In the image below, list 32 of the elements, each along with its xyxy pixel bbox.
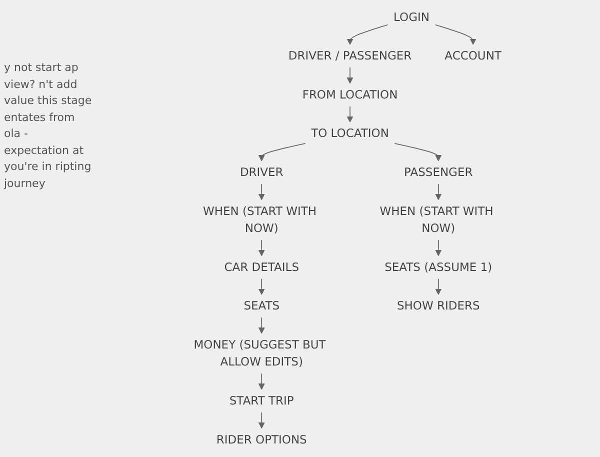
node-text: WHEN (START WITH NOW) xyxy=(380,204,494,235)
node-text: SHOW RIDERS xyxy=(396,298,480,313)
arrow xyxy=(435,184,442,200)
arrow xyxy=(258,373,265,390)
margin-note: y not start ap view? n't add value this stage entates from ola - expectation at you're in ripting journey xyxy=(4,60,93,192)
node-text: TO LOCATION xyxy=(311,126,389,140)
arrow xyxy=(346,24,388,45)
node-text: PASSENGER xyxy=(404,165,473,179)
node-text: SEATS xyxy=(244,298,280,313)
node-text: START TRIP xyxy=(229,394,294,408)
arrow xyxy=(258,278,265,295)
node-text: DRIVER / PASSENGER xyxy=(288,48,412,63)
arrow xyxy=(258,240,265,256)
arrow xyxy=(394,143,442,162)
arrow xyxy=(434,24,476,45)
node-text: LOGIN xyxy=(394,10,430,24)
arrow xyxy=(435,278,442,295)
node-text: ACCOUNT xyxy=(444,48,502,63)
node-text: MONEY (SUGGEST BUT ALLOW EDITS) xyxy=(194,338,326,369)
node-text: CAR DETAILS xyxy=(224,260,299,274)
node-text: WHEN (START WITH NOW) xyxy=(203,204,317,235)
node-text: DRIVER xyxy=(240,165,284,179)
arrow xyxy=(435,240,442,256)
node-text: RIDER OPTIONS xyxy=(216,432,307,446)
arrow xyxy=(258,143,306,162)
arrow xyxy=(258,412,265,429)
arrow xyxy=(258,317,265,334)
arrow xyxy=(346,67,354,84)
node-text: FROM LOCATION xyxy=(302,88,398,102)
arrow xyxy=(258,184,265,200)
arrow xyxy=(346,106,354,122)
node-text: SEATS (ASSUME 1) xyxy=(384,260,492,274)
